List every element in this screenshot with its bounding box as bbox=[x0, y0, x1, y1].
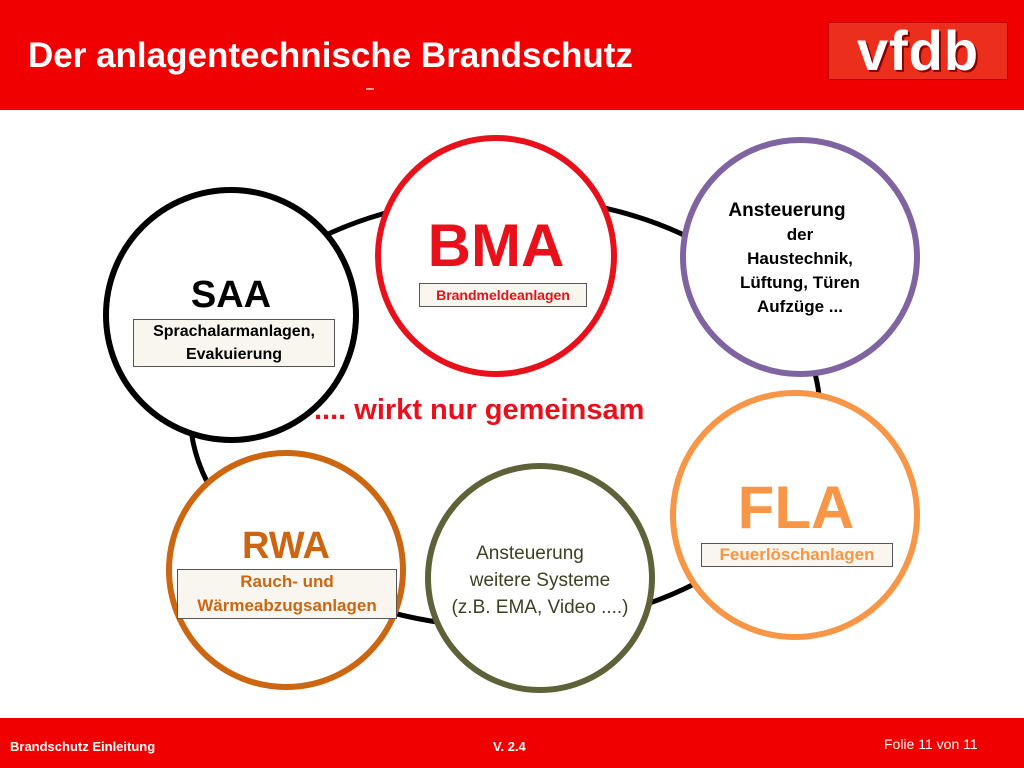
haustechnik-line2: der bbox=[786, 225, 814, 244]
rwa-name: Rauch- und Wärmeabzugsanlagen bbox=[177, 569, 397, 619]
haustechnik-line4: Lüftung, Türen bbox=[740, 273, 860, 292]
circle-saa bbox=[103, 187, 359, 443]
footer-right: Folie 11 von 11 bbox=[884, 736, 978, 752]
header-bar: Der anlagentechnische Brandschutz vfdb bbox=[0, 0, 1024, 110]
systeme-line2: weitere Systeme bbox=[469, 570, 611, 591]
footer-center: V. 2.4 bbox=[493, 739, 526, 754]
circle-fla bbox=[670, 390, 920, 640]
fla-abbr: FLA bbox=[737, 474, 855, 541]
haustechnik-line5: Aufzüge ... bbox=[757, 297, 843, 316]
circle-systeme bbox=[425, 463, 655, 693]
haustechnik-line3: Haustechnik, bbox=[747, 249, 853, 268]
circle-bma bbox=[375, 135, 617, 377]
saa-name: Sprachalarmanlagen, Evakuierung bbox=[133, 319, 335, 367]
footer-left: Brandschutz Einleitung bbox=[10, 739, 156, 754]
fla-name: Feuerlöschanlagen bbox=[701, 543, 893, 567]
systeme-line1: Ansteuerung bbox=[476, 543, 584, 564]
slide-title: Der anlagentechnische Brandschutz bbox=[28, 36, 633, 75]
systeme-text: Ansteuerung weitere Systeme (z.B. EMA, V… bbox=[428, 540, 652, 621]
logo-text: vfdb bbox=[856, 19, 980, 82]
bma-name: Brandmeldeanlagen bbox=[419, 283, 587, 307]
center-text: .... wirkt nur gemeinsam bbox=[314, 394, 645, 426]
systeme-line3: (z.B. EMA, Video ....) bbox=[451, 597, 629, 618]
saa-name-line2: Evakuierung bbox=[185, 346, 283, 363]
footer-bar: Brandschutz Einleitung V. 2.4 Folie 11 v… bbox=[0, 718, 1024, 768]
vfdb-logo: vfdb bbox=[828, 22, 1008, 80]
rwa-abbr: RWA bbox=[242, 525, 330, 567]
saa-abbr: SAA bbox=[190, 274, 272, 316]
header-mark bbox=[366, 88, 374, 90]
saa-name-line1: Sprachalarmanlagen, bbox=[153, 323, 315, 340]
bma-abbr: BMA bbox=[427, 212, 565, 279]
rwa-name-line1: Rauch- und bbox=[240, 572, 334, 591]
circle-haustechnik bbox=[680, 137, 920, 377]
rwa-name-line2: Wärmeabzugsanlagen bbox=[197, 596, 377, 615]
haustechnik-line1: Ansteuerung bbox=[728, 200, 846, 221]
haustechnik-text: Ansteuerung der Haustechnik, Lüftung, Tü… bbox=[700, 199, 900, 319]
